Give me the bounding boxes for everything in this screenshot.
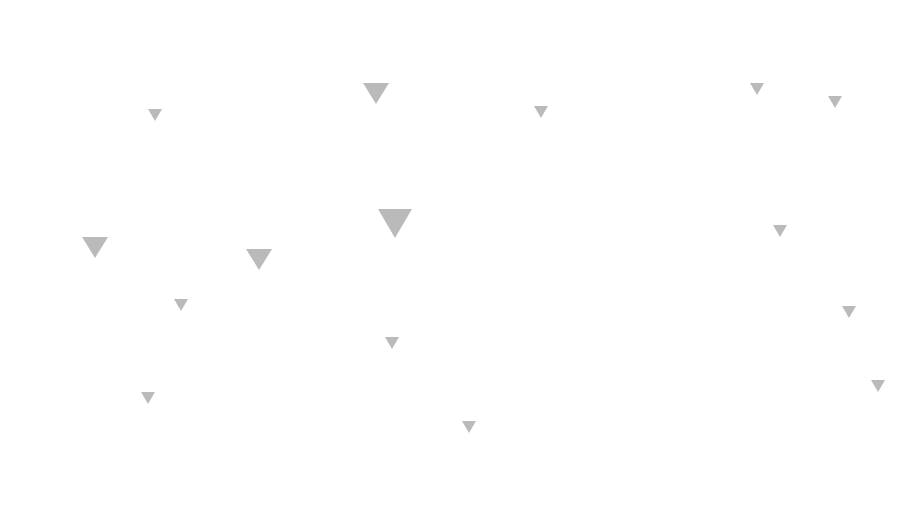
down-triangle-icon <box>750 83 764 95</box>
down-triangle-icon <box>82 237 108 258</box>
down-triangle-icon <box>363 83 389 104</box>
down-triangle-icon <box>246 249 272 270</box>
down-triangle-icon <box>148 109 162 121</box>
down-triangle-icon <box>174 299 188 311</box>
down-triangle-icon <box>842 306 856 318</box>
down-triangle-icon <box>828 96 842 108</box>
down-triangle-icon <box>871 380 885 392</box>
down-triangle-icon <box>141 392 155 404</box>
down-triangle-icon <box>773 225 787 237</box>
down-triangle-icon <box>462 421 476 433</box>
down-triangle-icon <box>385 337 399 349</box>
down-triangle-icon <box>378 209 412 238</box>
down-triangle-icon <box>534 106 548 118</box>
